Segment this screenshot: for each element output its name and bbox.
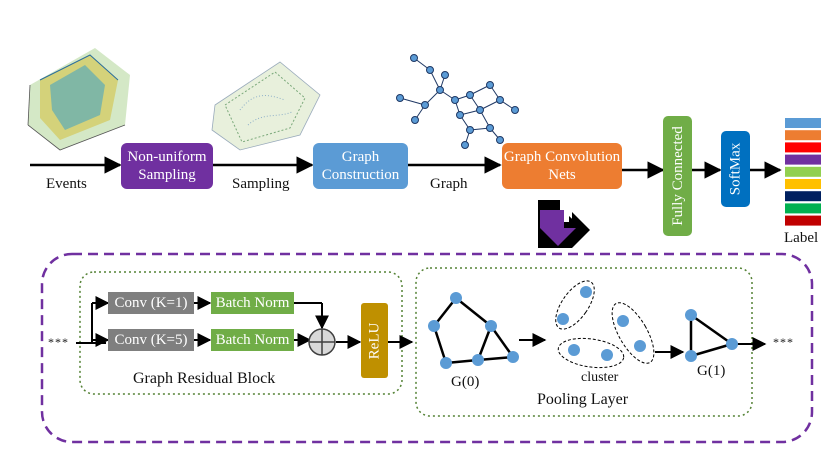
label-bar xyxy=(785,154,821,165)
detail-container xyxy=(40,252,814,444)
relu-box: ReLU xyxy=(361,303,388,378)
graph-g0 xyxy=(428,292,519,369)
events-label: Events xyxy=(46,176,87,192)
label-bar xyxy=(785,191,821,202)
g1-label: G(1) xyxy=(697,363,726,379)
label-bar xyxy=(785,130,821,141)
batch-norm-top-box: Batch Norm xyxy=(211,292,294,314)
cluster-label: cluster xyxy=(581,370,619,385)
pooling-layer-title: Pooling Layer xyxy=(537,391,629,408)
clusters xyxy=(555,280,655,369)
label-bar xyxy=(785,166,821,177)
softmax-box: SoftMax xyxy=(721,131,750,207)
graph-construction-box: Graph Construction xyxy=(313,143,408,189)
label-bar xyxy=(785,179,821,189)
expand-arrow xyxy=(538,200,590,248)
sum-node xyxy=(308,328,336,356)
ellipsis-right: *** xyxy=(773,335,794,349)
conv-k1-box: Conv (K=1) xyxy=(108,292,194,314)
label-text: Label xyxy=(784,230,819,246)
label-bar xyxy=(785,118,821,128)
pooling-layer-frame xyxy=(415,267,753,417)
label-bar xyxy=(785,215,821,226)
sampling-label: Sampling xyxy=(232,176,290,192)
batch-norm-bottom-box: Batch Norm xyxy=(211,329,294,351)
graph-label: Graph xyxy=(430,176,468,192)
residual-block-frame xyxy=(79,271,403,395)
fully-connected-box: Fully Connected xyxy=(663,116,692,236)
graph-network xyxy=(396,54,519,149)
conv-k5-box: Conv (K=5) xyxy=(108,329,194,351)
fully-connected-text: Fully Connected xyxy=(669,126,686,226)
residual-block-title: Graph Residual Block xyxy=(133,370,276,387)
graph-g1 xyxy=(685,309,738,362)
relu-text: ReLU xyxy=(366,322,383,359)
softmax-text: SoftMax xyxy=(727,142,744,196)
label-bars xyxy=(785,118,821,226)
sampling-plot xyxy=(211,61,321,151)
graph-conv-nets-box: Graph Convolution Nets xyxy=(502,143,622,189)
ellipsis-left: *** xyxy=(48,335,69,349)
label-bar xyxy=(785,203,821,214)
events-3d-plot xyxy=(27,48,130,151)
nonuniform-sampling-box: Non-uniform Sampling xyxy=(121,143,213,189)
label-bar xyxy=(785,142,821,153)
g0-label: G(0) xyxy=(451,374,480,390)
